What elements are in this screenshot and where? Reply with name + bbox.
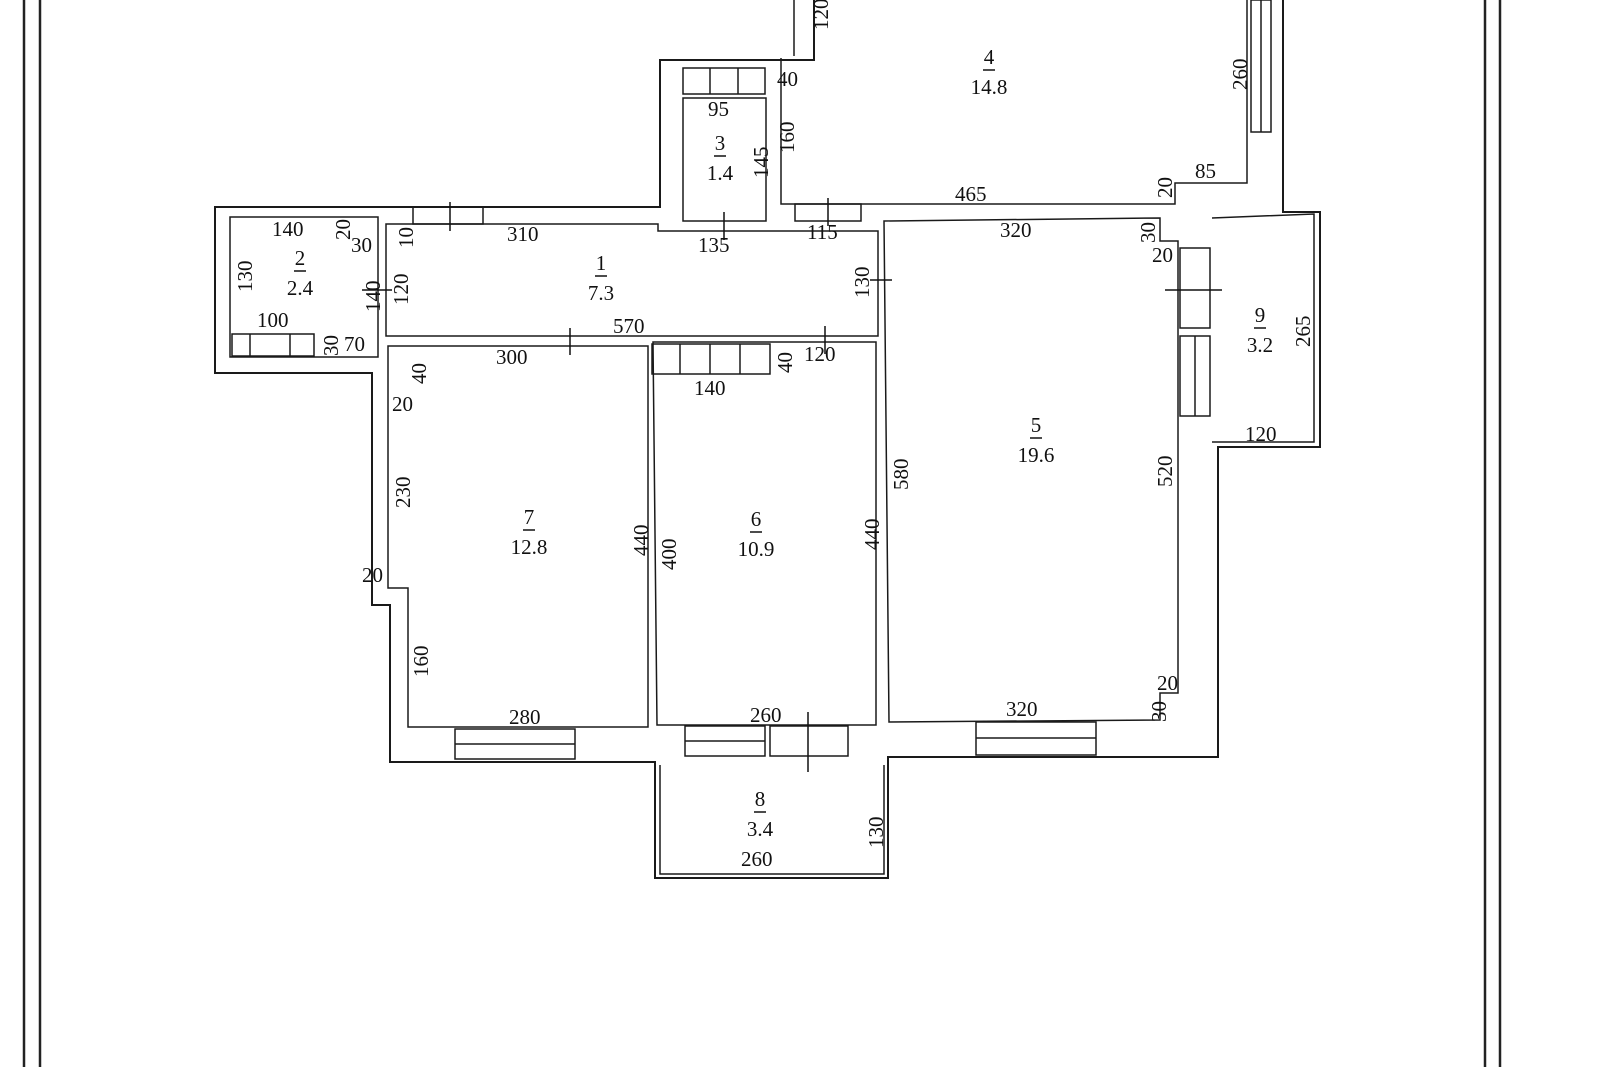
room-4-number: 4 <box>984 45 995 69</box>
dim-label: 520 <box>1153 456 1177 488</box>
dim-label: 130 <box>850 267 874 299</box>
room-5-label: 5 19.6 <box>1018 413 1055 467</box>
dim-label: 440 <box>860 519 884 551</box>
dim-label: 265 <box>1291 316 1315 348</box>
room-6-area: 10.9 <box>738 537 775 561</box>
dim-label: 135 <box>698 233 730 257</box>
room-4-area: 14.8 <box>971 75 1008 99</box>
room-2-label: 2 2.4 <box>287 246 314 300</box>
dim-label: 130 <box>233 261 257 293</box>
dim-label: 40 <box>777 67 798 91</box>
dim-label: 30 <box>319 335 343 356</box>
room-5-number: 5 <box>1031 413 1042 437</box>
room-1-label: 1 7.3 <box>588 251 614 305</box>
door-marks <box>362 198 1222 772</box>
dim-label: 85 <box>1195 159 1216 183</box>
dim-label: 20 <box>1157 671 1178 695</box>
dim-label: 130 <box>864 817 888 849</box>
dim-label: 20 <box>331 219 355 240</box>
dim-label: 260 <box>1228 59 1252 91</box>
dim-label: 120 <box>389 274 413 306</box>
room-8-number: 8 <box>755 787 766 811</box>
dim-label: 280 <box>509 705 541 729</box>
room-6-number: 6 <box>751 507 762 531</box>
dim-label: 400 <box>657 539 681 571</box>
dim-label: 140 <box>361 281 385 313</box>
room-2-number: 2 <box>295 246 306 270</box>
dim-label: 570 <box>613 314 645 338</box>
room-3-label: 3 1.4 <box>707 131 734 185</box>
dim-label: 580 <box>889 459 913 491</box>
dim-label: 230 <box>391 477 415 509</box>
room-3-area: 1.4 <box>707 161 734 185</box>
dim-label: 160 <box>409 646 433 678</box>
room-9-number: 9 <box>1255 303 1266 327</box>
dim-label: 320 <box>1006 697 1038 721</box>
dim-label: 120 <box>804 342 836 366</box>
dim-label: 260 <box>741 847 773 871</box>
room-1-area: 7.3 <box>588 281 614 305</box>
dim-label: 300 <box>496 345 528 369</box>
dim-label: 20 <box>392 392 413 416</box>
dim-label: 160 <box>775 122 799 154</box>
dim-label: 440 <box>629 525 653 557</box>
dim-label: 30 <box>351 233 372 257</box>
dim-label: 100 <box>257 308 289 332</box>
dim-label: 465 <box>955 182 987 206</box>
room-7-label: 7 12.8 <box>511 505 548 559</box>
dim-label: 140 <box>272 217 304 241</box>
dimension-labels: 120 40 95 145 160 260 85 20 465 140 20 3… <box>233 0 1315 871</box>
windows <box>412 0 1272 760</box>
room-7-area: 12.8 <box>511 535 548 559</box>
room-3-number: 3 <box>715 131 726 155</box>
dim-label: 310 <box>507 222 539 246</box>
room-8-area: 3.4 <box>747 817 774 841</box>
dim-label: 120 <box>809 0 833 30</box>
dim-label: 10 <box>394 227 418 248</box>
dim-label: 20 <box>362 563 383 587</box>
room-4-label: 4 14.8 <box>971 45 1008 99</box>
room-7-number: 7 <box>524 505 535 529</box>
exterior-walls <box>214 0 1321 879</box>
room-9-area: 3.2 <box>1247 333 1273 357</box>
dim-label: 30 <box>1147 701 1171 722</box>
dim-label: 140 <box>694 376 726 400</box>
dim-label: 95 <box>708 97 729 121</box>
dim-label: 120 <box>1245 422 1277 446</box>
dim-label: 320 <box>1000 218 1032 242</box>
dim-label: 20 <box>1152 243 1173 267</box>
dim-label: 115 <box>807 220 838 244</box>
dim-label: 30 <box>1136 222 1160 243</box>
shafts <box>231 67 771 375</box>
room-2-area: 2.4 <box>287 276 314 300</box>
dim-label: 40 <box>773 352 797 373</box>
dim-label: 40 <box>407 363 431 384</box>
room-8-label: 8 3.4 <box>747 787 774 841</box>
room-6-label: 6 10.9 <box>738 507 775 561</box>
dim-label: 145 <box>749 147 773 179</box>
room-5-area: 19.6 <box>1018 443 1055 467</box>
room-1-number: 1 <box>596 251 607 275</box>
room-labels: 1 7.3 2 2.4 3 1.4 4 14.8 5 19.6 6 10.9 <box>287 45 1273 841</box>
dim-label: 20 <box>1153 177 1177 198</box>
sheet-frame <box>22 0 1502 1067</box>
dim-label: 70 <box>344 332 365 356</box>
room-9-label: 9 3.2 <box>1247 303 1273 357</box>
dim-label: 260 <box>750 703 782 727</box>
